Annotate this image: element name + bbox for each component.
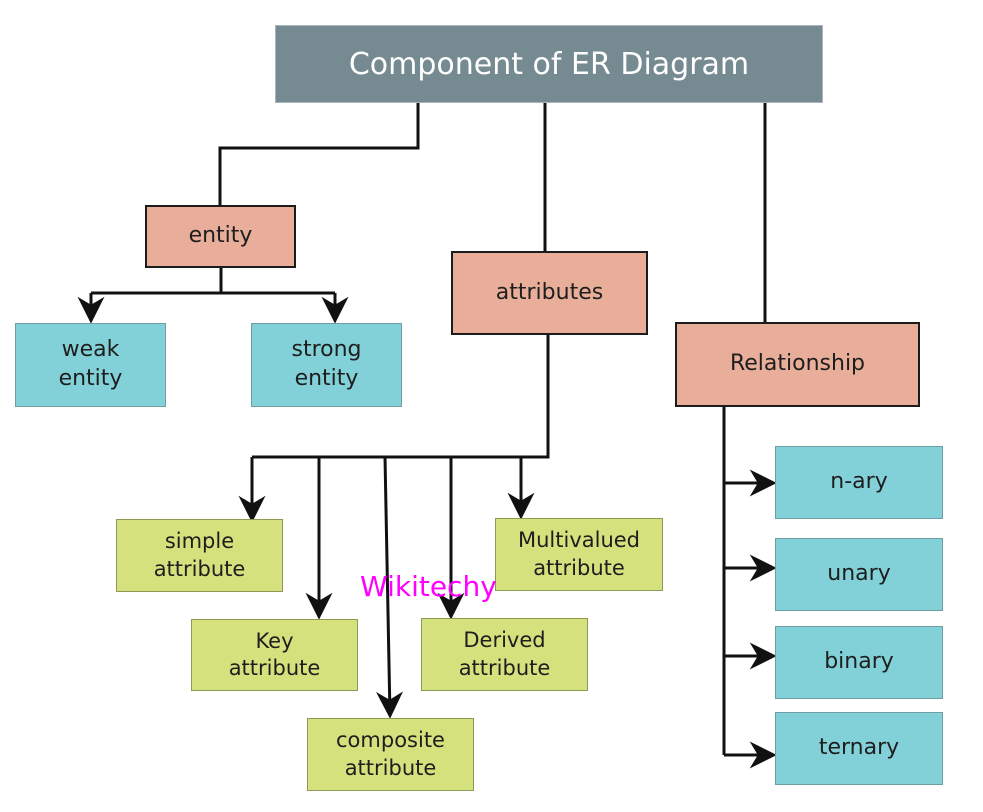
watermark-text: Wikitechy (360, 570, 497, 603)
node-relationship: Relationship (675, 322, 920, 407)
node-relationship-label: Relationship (729, 351, 866, 377)
node-entity: entity (145, 205, 296, 268)
node-derived-attribute-label: Derived attribute (458, 628, 551, 680)
node-composite-attribute: composite attribute (307, 718, 474, 791)
connector-attributes-bus (252, 335, 550, 459)
node-attributes-label: attributes (495, 279, 604, 305)
node-entity-label: entity (188, 223, 253, 249)
node-ternary: ternary (775, 712, 943, 785)
node-n-ary: n-ary (775, 446, 943, 519)
node-binary: binary (775, 626, 943, 699)
node-derived-attribute: Derived attribute (421, 618, 588, 691)
node-key-attribute: Key attribute (191, 619, 358, 691)
node-binary-label: binary (824, 649, 894, 675)
node-weak-entity: weak entity (15, 323, 166, 407)
connector-title-entity (218, 102, 420, 206)
node-simple-attribute-label: simple attribute (153, 529, 246, 581)
node-strong-entity-label: strong entity (291, 337, 362, 391)
node-composite-attribute-label: composite attribute (336, 728, 445, 780)
node-n-ary-label: n-ary (830, 469, 888, 495)
diagram-title: Component of ER Diagram (275, 25, 823, 103)
node-unary: unary (775, 538, 943, 611)
node-multivalued-attribute: Multivalued attribute (495, 518, 663, 591)
diagram-title-text: Component of ER Diagram (348, 46, 750, 82)
node-key-attribute-label: Key attribute (228, 628, 321, 680)
node-multivalued-attribute-label: Multivalued attribute (517, 528, 641, 580)
node-attributes: attributes (451, 251, 648, 335)
node-simple-attribute: simple attribute (116, 519, 283, 592)
node-weak-entity-label: weak entity (58, 337, 123, 391)
node-unary-label: unary (827, 561, 891, 587)
arrow-composite-attribute (376, 456, 404, 719)
node-ternary-label: ternary (818, 735, 900, 761)
node-strong-entity: strong entity (251, 323, 402, 407)
